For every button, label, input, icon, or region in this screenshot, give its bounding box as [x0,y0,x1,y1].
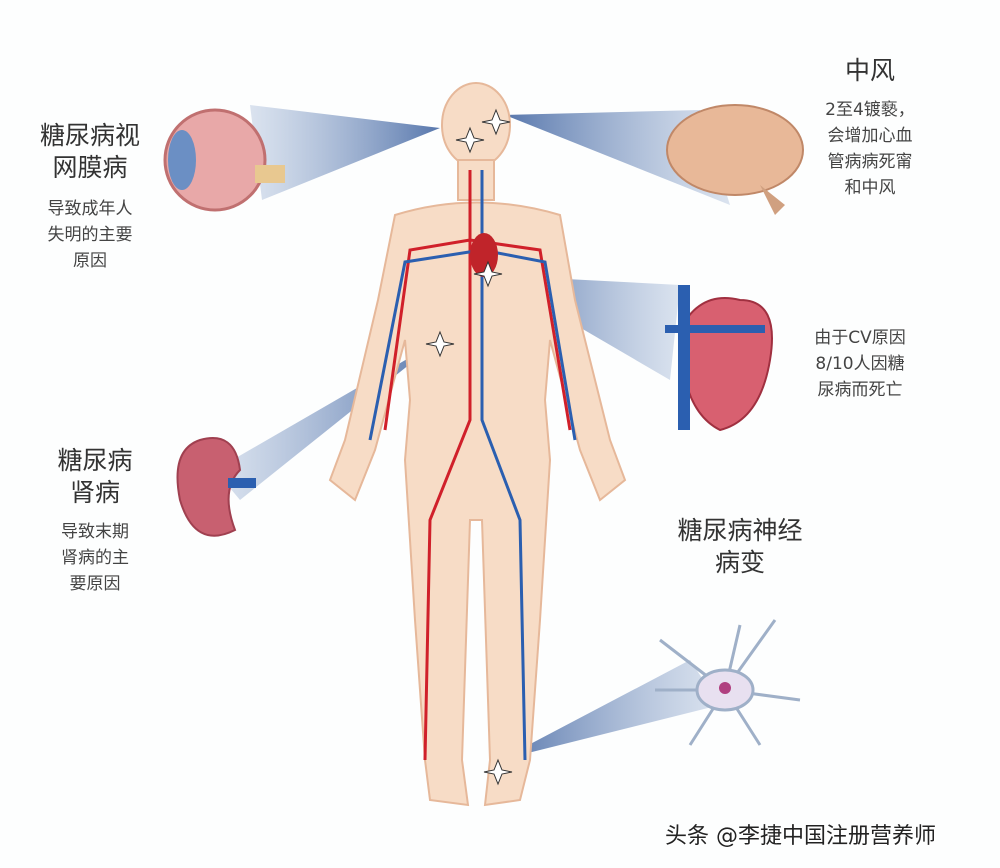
brain-icon [666,104,804,215]
beam-eye [250,105,440,200]
desc-line: 失明的主要 [47,225,133,245]
desc-line: 8/10人因糖 [815,354,905,374]
title-line: 肾病 [69,478,120,507]
label-retinopathy: 糖尿病视 网膜病 导致成年人 失明的主要 原因 [15,120,165,274]
desc-line: 要原因 [69,574,121,594]
title-line: 糖尿病神经 [677,516,803,545]
label-nephropathy: 糖尿病 肾病 导致末期 肾病的主 要原因 [30,445,160,597]
desc-line: 肾病的主 [61,548,129,568]
desc-line: 会增加心血 [827,126,913,146]
label-neuropathy: 糖尿病神经 病变 [650,515,830,579]
label-heart: 由于CV原因 8/10人因糖 尿病而死亡 [795,325,925,403]
label-stroke: 中风 2至4镀褻， 会增加心血 管病病死甯 和中风 [800,55,940,201]
title-line: 糖尿病视 [39,121,140,150]
kidney-icon [176,437,256,537]
blood-vessels [368,170,577,761]
desc-line: 导致成年人 [47,199,133,219]
desc-line: 原因 [73,251,107,271]
desc-line: 尿病而死亡 [817,380,903,400]
eye-icon [163,108,285,212]
star-markers [425,108,513,786]
title-line: 中风 [844,56,895,85]
watermark: 头条 @李捷中国注册营养师 [665,824,936,849]
heart-icon [665,285,773,432]
desc-line: 导致末期 [61,522,129,542]
human-body [328,82,627,807]
title-line: 病变 [714,548,765,577]
desc-line: 2至4镀褻， [825,100,915,120]
desc-line: 由于CV原因 [814,328,906,348]
desc-line: 和中风 [844,178,896,198]
neuron-icon [655,619,801,746]
title-line: 网膜病 [52,153,128,182]
desc-line: 管病病死甯 [827,152,913,172]
beam-nerve [500,660,720,760]
title-line: 糖尿病 [57,446,133,475]
